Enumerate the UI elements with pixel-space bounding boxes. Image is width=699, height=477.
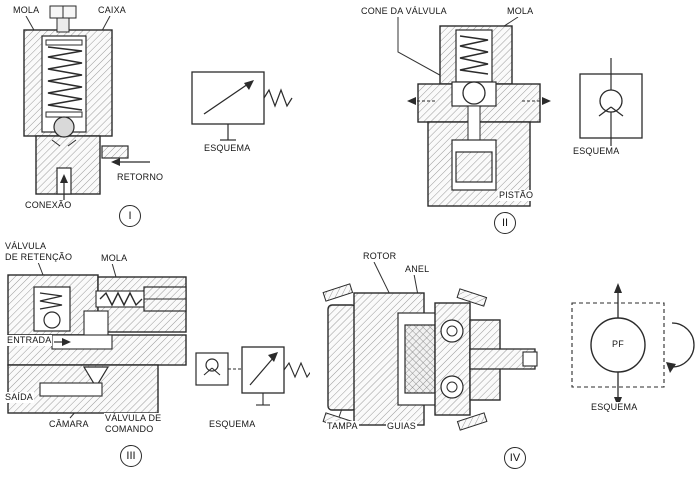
label-esquema-2: ESQUEMA [572,146,621,157]
label-rotor: ROTOR [362,251,398,262]
label-cone-da-valvula: CONE DA VÁLVULA [360,6,448,17]
panel-pump: ROTOR ANEL TAMPA GUIAS PF ESQUEMA IV [310,235,699,477]
valve-cone [462,81,486,105]
piston [455,151,493,183]
label-conexao: CONEXÃO [24,200,73,211]
panel-pilot-valve: VÁLVULA DE RETENÇÃO MOLA ENTRADA SAÍDA C… [0,235,310,477]
bolt-bottom-right [456,412,488,431]
connection-arrow [60,174,68,183]
label-mola: MOLA [506,6,535,17]
label-anel: ANEL [404,264,431,275]
schematic-arrow [268,352,278,362]
check-valve-ball [43,311,61,329]
label-esquema-3: ESQUEMA [208,419,257,430]
channel [467,105,481,143]
numeral-iv: IV [504,447,526,469]
label-retorno: RETORNO [116,172,165,183]
schematic-check-ball [205,358,219,372]
label-pf: PF [612,339,624,349]
spring-coil [459,35,489,75]
port-arrow-left [407,97,416,105]
port-arrow-right [542,97,551,105]
poppet-bore [83,310,109,340]
outlet-channel [39,382,103,397]
rotor [404,324,436,394]
label-camara: CÂMARA [48,419,90,430]
schematic-spring [263,88,293,108]
bolt-top-left [322,283,354,302]
end-cover [327,304,357,411]
return-arrow [111,158,120,166]
label-esquema-4: ESQUEMA [590,402,639,413]
relief-valve-drawing [23,5,293,210]
numeral-i: I [119,205,141,227]
spring-coil [47,46,83,111]
spring-coil [99,291,143,307]
return-port-step [101,145,129,159]
label-pistao: PISTÃO [498,190,535,201]
inlet-arrow [62,338,71,346]
bolt-shank [56,17,70,33]
bolt-top-right [456,288,488,307]
shaft-end [522,351,538,367]
cone-valve-drawing [397,16,643,207]
pilot-valve-drawing [7,261,310,419]
check-valve-spring [39,292,63,310]
rotation-arrow [671,322,695,368]
flow-arrow-up [614,283,622,293]
label-saida: SAÍDA [4,392,35,403]
label-guias: GUIAS [386,421,418,432]
label-mola: MOLA [100,253,129,264]
label-mola: MOLA [12,5,41,16]
schematic-arrow [244,80,254,90]
label-valvula-de-retencao: VÁLVULA DE RETENÇÃO [4,241,74,263]
label-esquema-1: ESQUEMA [203,143,252,154]
command-cone [82,366,110,389]
label-tampa: TAMPA [326,421,359,432]
valve-ball [53,116,75,138]
schematic-spring [283,361,310,379]
pump-drawing [322,261,695,431]
leader-cone [397,17,457,85]
numeral-ii: II [494,212,516,234]
panel-cone-valve: CONE DA VÁLVULA MOLA PISTÃO ESQUEMA II [340,0,699,240]
schematic-ball [599,89,623,113]
panel-relief-valve: MOLA CAIXA RETORNO CONEXÃO ESQUEMA I [0,0,340,235]
label-valvula-de-comando: VÁLVULA DE COMANDO [104,413,163,435]
numeral-iii: III [120,445,142,467]
label-entrada: ENTRADA [6,335,53,346]
label-caixa: CAIXA [97,5,128,16]
